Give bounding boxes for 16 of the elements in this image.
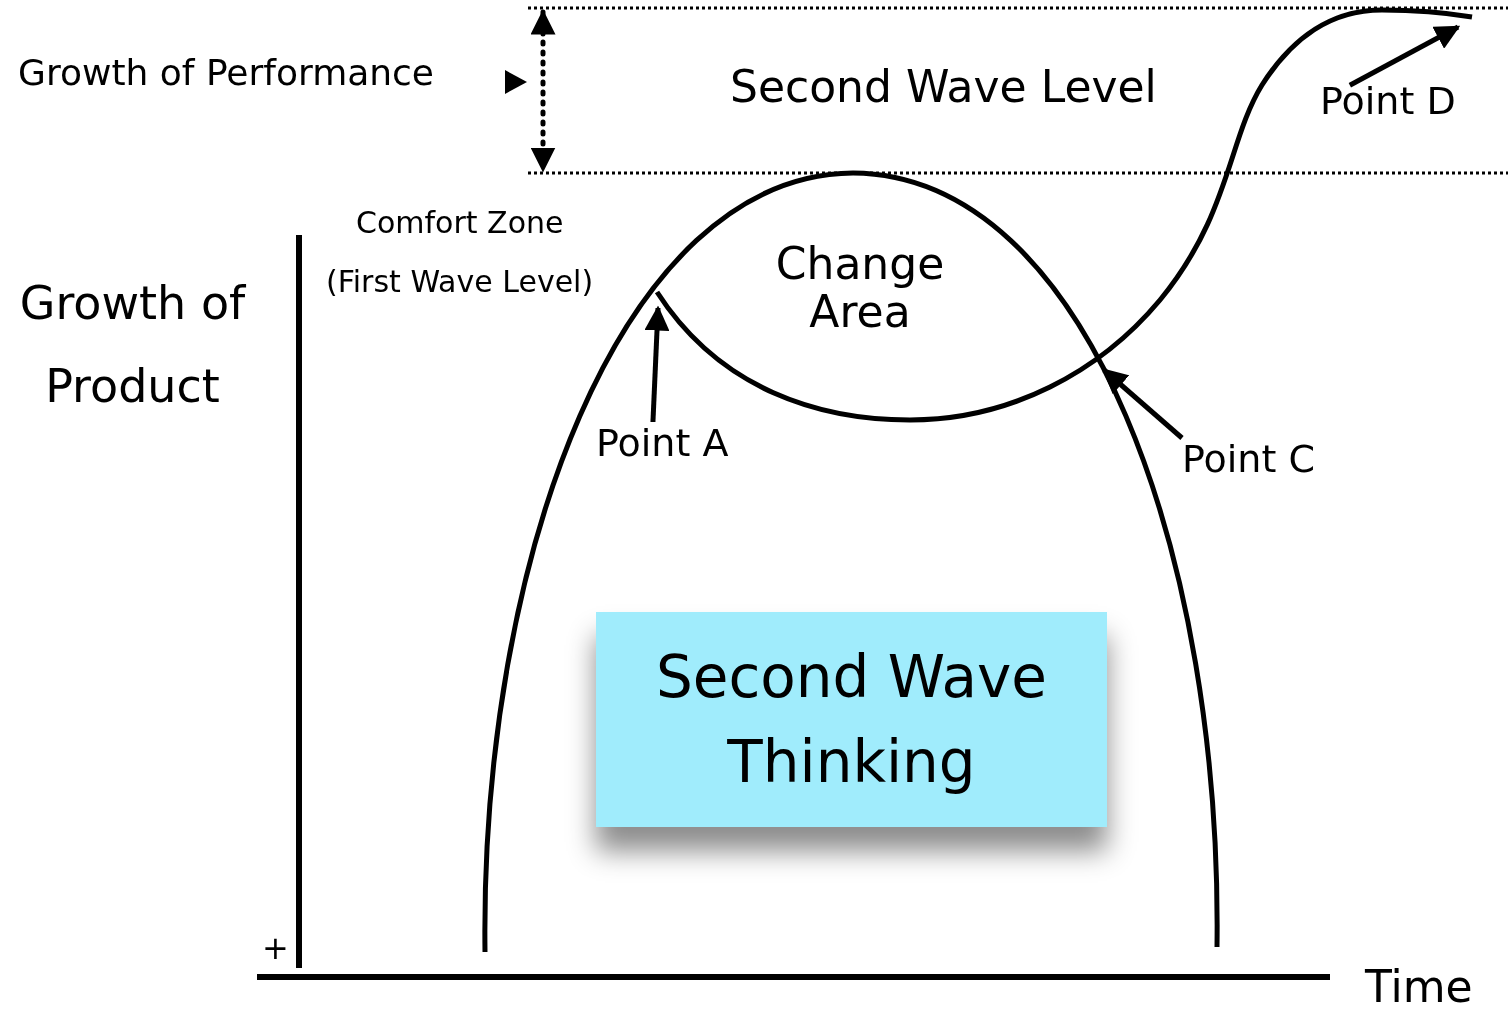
box-title: Second Wave Thinking xyxy=(654,642,1049,798)
area-label: Change Area xyxy=(774,240,946,337)
point-label: Point C xyxy=(1182,438,1315,482)
plus-sign: + xyxy=(262,930,289,967)
level-label: (First Wave Level) xyxy=(326,265,594,300)
axis-label: Growth of Product xyxy=(18,275,247,415)
leader-arrow xyxy=(1102,368,1184,440)
leader-arrow xyxy=(644,305,670,423)
highlight-box xyxy=(596,612,1107,827)
point-label: Point D xyxy=(1320,80,1456,124)
level-label: Second Wave Level xyxy=(730,62,1157,113)
leader-arrow xyxy=(1348,24,1461,88)
level-label: Comfort Zone xyxy=(356,206,564,241)
point-label: Point A xyxy=(596,422,729,466)
axis-label: Time xyxy=(1365,962,1473,1013)
axis-label: Growth of Performance xyxy=(18,52,435,94)
